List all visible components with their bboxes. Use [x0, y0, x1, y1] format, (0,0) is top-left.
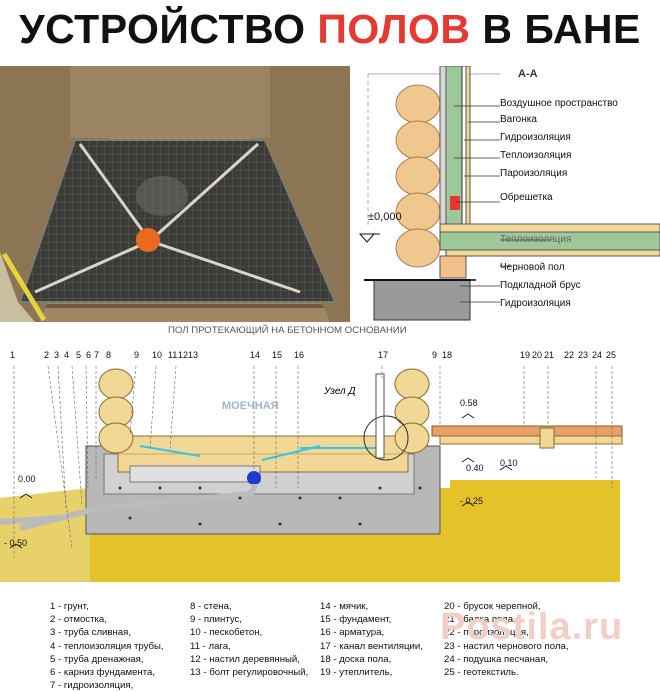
layer-label-2: Гидроизоляция: [500, 132, 571, 143]
level-mark: ±0,000: [368, 211, 402, 223]
legend-item: 1 - грунт,: [50, 601, 89, 612]
callout-1: 1: [10, 350, 16, 360]
legend-item: 10 - пескобетон,: [190, 627, 263, 639]
layer-label-7: Черновой пол: [500, 262, 565, 273]
callout-14: 14: [250, 350, 261, 360]
callout-9: 9: [134, 350, 140, 360]
callout-12: 12: [178, 350, 189, 360]
section-view-aa: [358, 66, 660, 321]
node-label: Узел Д: [324, 386, 356, 397]
sauna-floor-photo: [0, 66, 350, 322]
legend-item: 7 - гидроизоляция,: [50, 680, 134, 692]
diagram-caption: ПОЛ ПРОТЕКАЮЩИЙ НА БЕТОННОМ ОСНОВАНИИ: [168, 325, 407, 336]
room-label: МОЕЧНАЯ: [222, 400, 279, 412]
callout-7: 7: [94, 350, 100, 360]
layer-label-5: Обрешетка: [500, 192, 553, 203]
callout-21: 21: [544, 350, 555, 360]
section-label: А-А: [518, 68, 538, 80]
legend-item: 23 - настил чернового пола,: [444, 640, 569, 652]
layer-label-0: Воздушное пространство: [500, 98, 618, 109]
layer-label-6: Теплоизоляция: [500, 234, 572, 245]
legend-column-3: 14 - мячик, 15 - фундамент, 16 - арматур…: [320, 600, 423, 679]
legend-item: 4 - теплоизоляция трубы,: [50, 640, 164, 652]
legend-item: 12 - настил деревянный,: [190, 653, 300, 665]
legend-item: 22 - пароизоляция,: [444, 627, 529, 639]
layer-label-9: Гидроизоляция: [500, 298, 571, 309]
legend-item: 21 - балка пола,: [444, 614, 516, 626]
mark-025: - 0.25: [460, 496, 484, 506]
callout-18: 18: [442, 350, 453, 360]
legend-item: 16 - арматура,: [320, 627, 385, 639]
callout-20: 20: [532, 350, 543, 360]
legend-item: 24 - подушка песчаная,: [444, 653, 549, 665]
callout-2: 2: [44, 350, 50, 360]
legend-item: 20 - брусок черепной,: [444, 601, 541, 612]
callout-16: 16: [294, 350, 305, 360]
callout-23: 23: [578, 350, 589, 360]
callout-24: 24: [592, 350, 603, 360]
page-title: УСТРОЙСТВО ПОЛОВ В БАНЕ: [0, 6, 660, 53]
legend-item: 25 - геотекстиль.: [444, 667, 519, 679]
legend-item: 9 - плинтус,: [190, 614, 242, 626]
callout-r9: 9: [432, 350, 438, 360]
legend-item: 14 - мячик,: [320, 601, 369, 612]
legend-item: 6 - карниз фундамента,: [50, 667, 155, 679]
legend-item: 15 - фундамент,: [320, 614, 392, 626]
callout-4: 4: [64, 350, 70, 360]
title-part3: В БАНЕ: [470, 6, 641, 52]
mark-058: 0.58: [460, 398, 478, 408]
mark-040: 0.40: [466, 463, 484, 473]
callout-15: 15: [272, 350, 283, 360]
callout-19: 19: [520, 350, 531, 360]
callout-11: 11: [168, 350, 178, 360]
legend-item: 13 - болт регулировочный,: [190, 667, 309, 679]
layer-label-8: Подкладной брус: [500, 280, 581, 291]
callout-22: 22: [564, 350, 575, 360]
legend-column-1: 1 - грунт, 2 - отмостка, 3 - труба сливн…: [50, 600, 164, 692]
mark-050: - 0.50: [4, 538, 28, 548]
callout-10: 10: [152, 350, 163, 360]
callout-25: 25: [606, 350, 617, 360]
floor-diagram: [0, 365, 623, 582]
watermark: Postila.ru: [440, 606, 624, 648]
legend-item: 11 - лага,: [190, 640, 231, 652]
mark-010: 0.10: [500, 458, 518, 468]
legend-item: 19 - утеплитель,: [320, 667, 393, 679]
legend-item: 3 - труба сливная,: [50, 627, 132, 639]
legend-column-2: 8 - стена, 9 - плинтус, 10 - пескобетон,…: [190, 600, 308, 679]
title-part2: ПОЛОВ: [317, 6, 471, 52]
legend-item: 17 - канал вентиляции,: [320, 640, 423, 652]
legend-item: 5 - труба дренажная,: [50, 653, 144, 665]
callout-5: 5: [76, 350, 82, 360]
legend-item: 2 - отмостка,: [50, 614, 107, 626]
layer-label-3: Теплоизоляция: [500, 150, 572, 161]
title-part1: УСТРОЙСТВО: [19, 6, 318, 52]
callout-8: 8: [106, 350, 112, 360]
legend-item: 18 - доска пола,: [320, 653, 392, 665]
legend-column-4: 20 - брусок черепной, 21 - балка пола, 2…: [444, 600, 568, 679]
callout-6: 6: [86, 350, 92, 360]
layer-label-4: Пароизоляция: [500, 168, 568, 179]
mark-000: 0.00: [18, 474, 36, 484]
callout-17: 17: [378, 350, 389, 360]
layer-label-1: Вагонка: [500, 114, 537, 125]
legend-item: 8 - стена,: [190, 601, 232, 612]
callout-13: 13: [188, 350, 199, 360]
callout-3: 3: [54, 350, 60, 360]
